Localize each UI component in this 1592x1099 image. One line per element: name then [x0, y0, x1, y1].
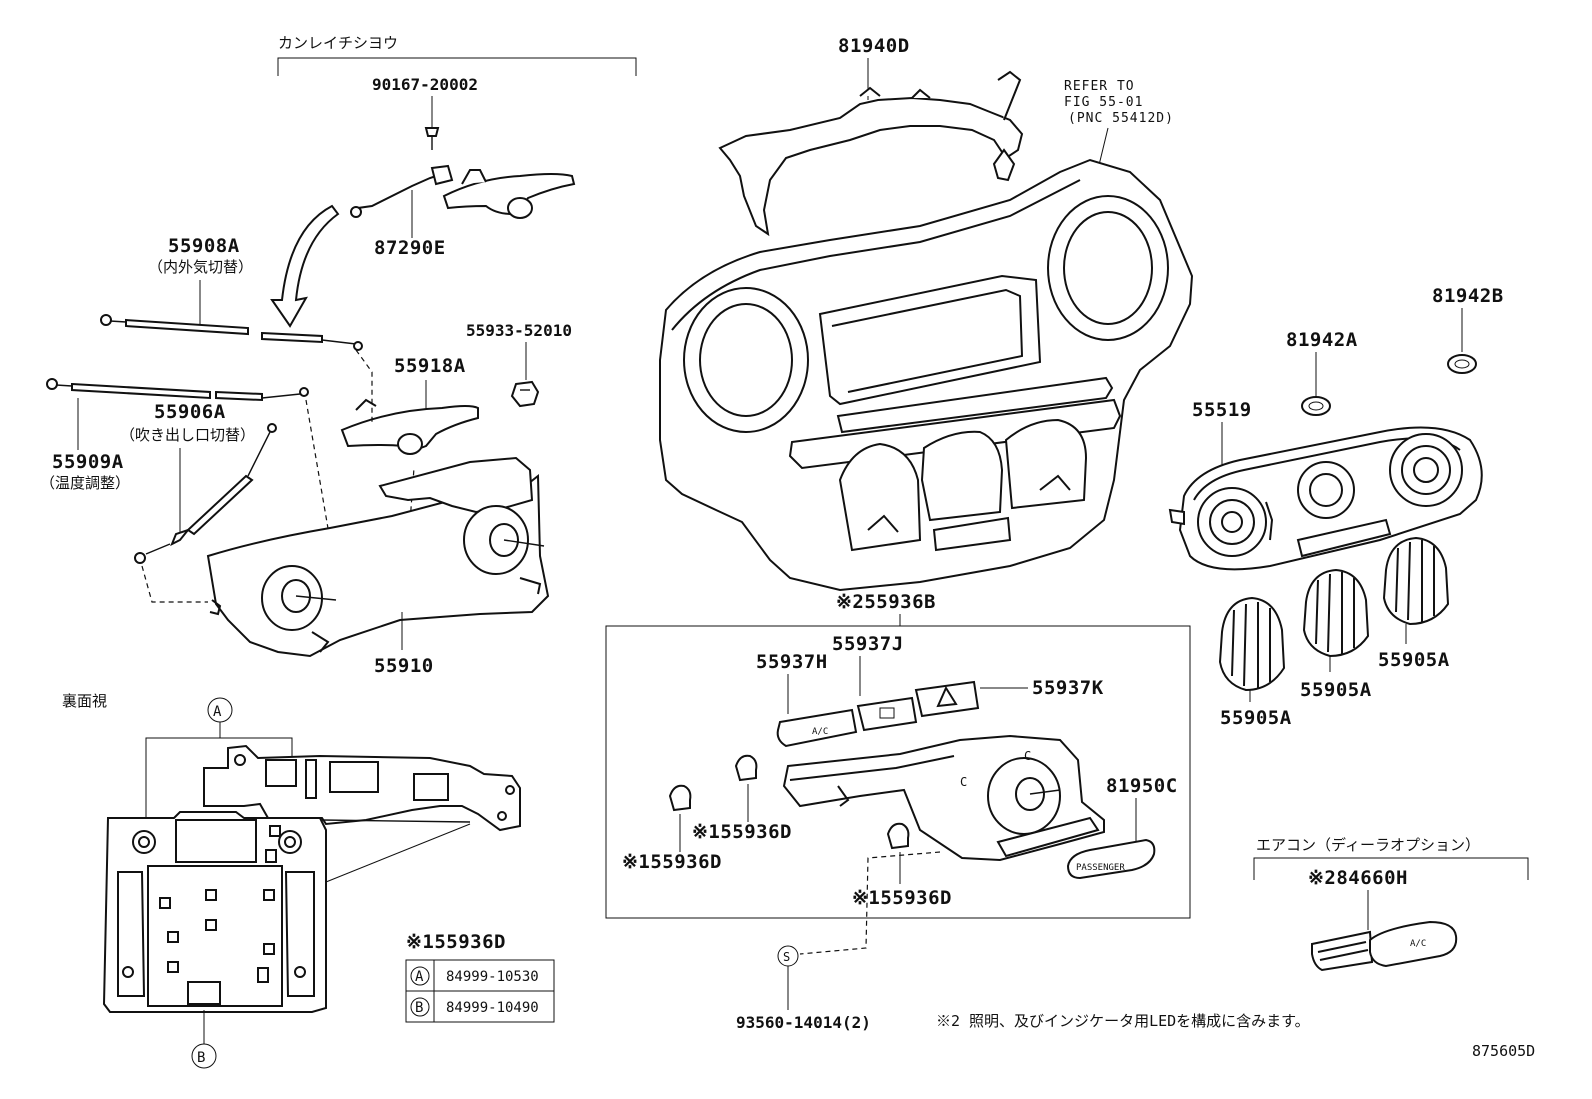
label-84660h: ※284660H: [1308, 867, 1408, 889]
heater-control-55910: [206, 456, 550, 658]
svg-text:PASSENGER: PASSENGER: [1076, 863, 1125, 873]
label-55519: 55519: [1192, 399, 1252, 421]
svg-text:B: B: [415, 1000, 423, 1016]
clip-55933: [510, 380, 540, 408]
switch-55937k: [914, 680, 980, 718]
refer-line-3: (PNC 55412D): [1068, 111, 1174, 126]
control-panel-55519: [1168, 426, 1483, 571]
knob-55905a-1: [1218, 596, 1286, 692]
cable-87290e: [350, 164, 454, 218]
knob-55905a-3: [1382, 536, 1450, 626]
label-55936d-3: ※155936D: [852, 887, 952, 909]
label-55937h: 55937H: [756, 651, 828, 673]
bulb-55936d-1: [668, 784, 692, 812]
aircon-jp: エアコン（ディーラオプション）: [1256, 836, 1480, 854]
label-55906a-sub: （吹き出し口切替）: [120, 426, 255, 444]
label-55937k: 55937K: [1032, 677, 1104, 699]
footnote: ※2 照明、及びインジケータ用LEDを構成に含みます。: [936, 1012, 1310, 1030]
label-55910: 55910: [374, 655, 434, 677]
knob-55905a-2: [1302, 568, 1370, 658]
label-55906a: 55906A: [154, 401, 226, 423]
screw-90167: [424, 127, 440, 150]
switch-84660h: A/C: [1311, 920, 1458, 972]
marker-a: A: [207, 697, 233, 723]
svg-text:S: S: [783, 950, 790, 964]
label-55905a-2: 55905A: [1300, 679, 1372, 701]
label-55905a-1: 55905A: [1220, 707, 1292, 729]
refer-line-1: REFER TO: [1064, 79, 1135, 94]
legend-row-a-part: 84999-10530: [446, 969, 539, 985]
marker-b: B: [191, 1043, 217, 1069]
label-55908a: 55908A: [168, 235, 240, 257]
label-55936d-1: ※155936D: [622, 851, 722, 873]
switch-housing: C C: [782, 734, 1105, 862]
legend-title: ※155936D: [406, 931, 506, 953]
bulb-55936d-2: [734, 754, 758, 782]
label-81940d: 81940D: [838, 35, 910, 57]
legend-table: A 84999-10530 B 84999-10490: [405, 959, 555, 1023]
lever-87290e: [442, 169, 576, 219]
svg-text:B: B: [197, 1050, 205, 1066]
label-55909a: 55909A: [52, 451, 124, 473]
label-55908a-sub: （内外気切替）: [148, 258, 253, 276]
wire-harness-81940d: [718, 70, 1024, 237]
legend-row-b-part: 84999-10490: [446, 1000, 539, 1016]
label-55905a-3: 55905A: [1378, 649, 1450, 671]
label-93560-14014: 93560-14014(2): [736, 1013, 871, 1032]
label-55918a: 55918A: [394, 355, 466, 377]
header-jp: カンレイチシヨウ: [278, 34, 398, 52]
assembly-arrow: [270, 204, 340, 328]
back-view-panel: [102, 744, 521, 1013]
label-55933-52010: 55933-52010: [466, 321, 572, 340]
switch-55937j: [856, 696, 918, 732]
cable-55906a: [46, 378, 309, 402]
svg-text:A/C: A/C: [1410, 939, 1426, 949]
assembly-box-55936b: [605, 625, 1191, 919]
label-81942a: 81942A: [1286, 329, 1358, 351]
label-90167-20002: 90167-20002: [372, 75, 478, 94]
label-55936b: ※255936B: [836, 591, 936, 613]
svg-text:C: C: [1024, 749, 1031, 763]
header-bracket: [277, 57, 637, 76]
label-55937j: 55937J: [832, 633, 904, 655]
label-55936d-2: ※155936D: [692, 821, 792, 843]
cable-55909a: [134, 423, 277, 564]
aircon-bracket: [1253, 857, 1529, 880]
center-bezel: [659, 158, 1194, 592]
knob-cap-81942a: [1301, 396, 1331, 416]
label-81942b: 81942B: [1432, 285, 1504, 307]
marker-s: S: [777, 945, 799, 967]
svg-text:A: A: [213, 704, 222, 720]
passenger-indicator-81950c: PASSENGER: [1066, 838, 1156, 880]
label-back-view: 裏面視: [62, 692, 107, 710]
svg-text:C: C: [960, 775, 967, 789]
label-55909a-sub: （温度調整）: [40, 474, 130, 492]
switch-55937h: A/C: [776, 708, 858, 748]
svg-text:A/C: A/C: [812, 727, 828, 737]
svg-text:A: A: [415, 969, 424, 985]
label-81950c: 81950C: [1106, 775, 1178, 797]
bulb-55936d-3: [886, 822, 910, 850]
diagram-id: 875605D: [1472, 1042, 1535, 1060]
cable-55908a: [100, 314, 363, 351]
refer-line-2: FIG 55-01: [1064, 95, 1143, 110]
label-87290e: 87290E: [374, 237, 446, 259]
knob-cap-81942b: [1447, 354, 1477, 374]
lever-55918a: [340, 398, 479, 455]
